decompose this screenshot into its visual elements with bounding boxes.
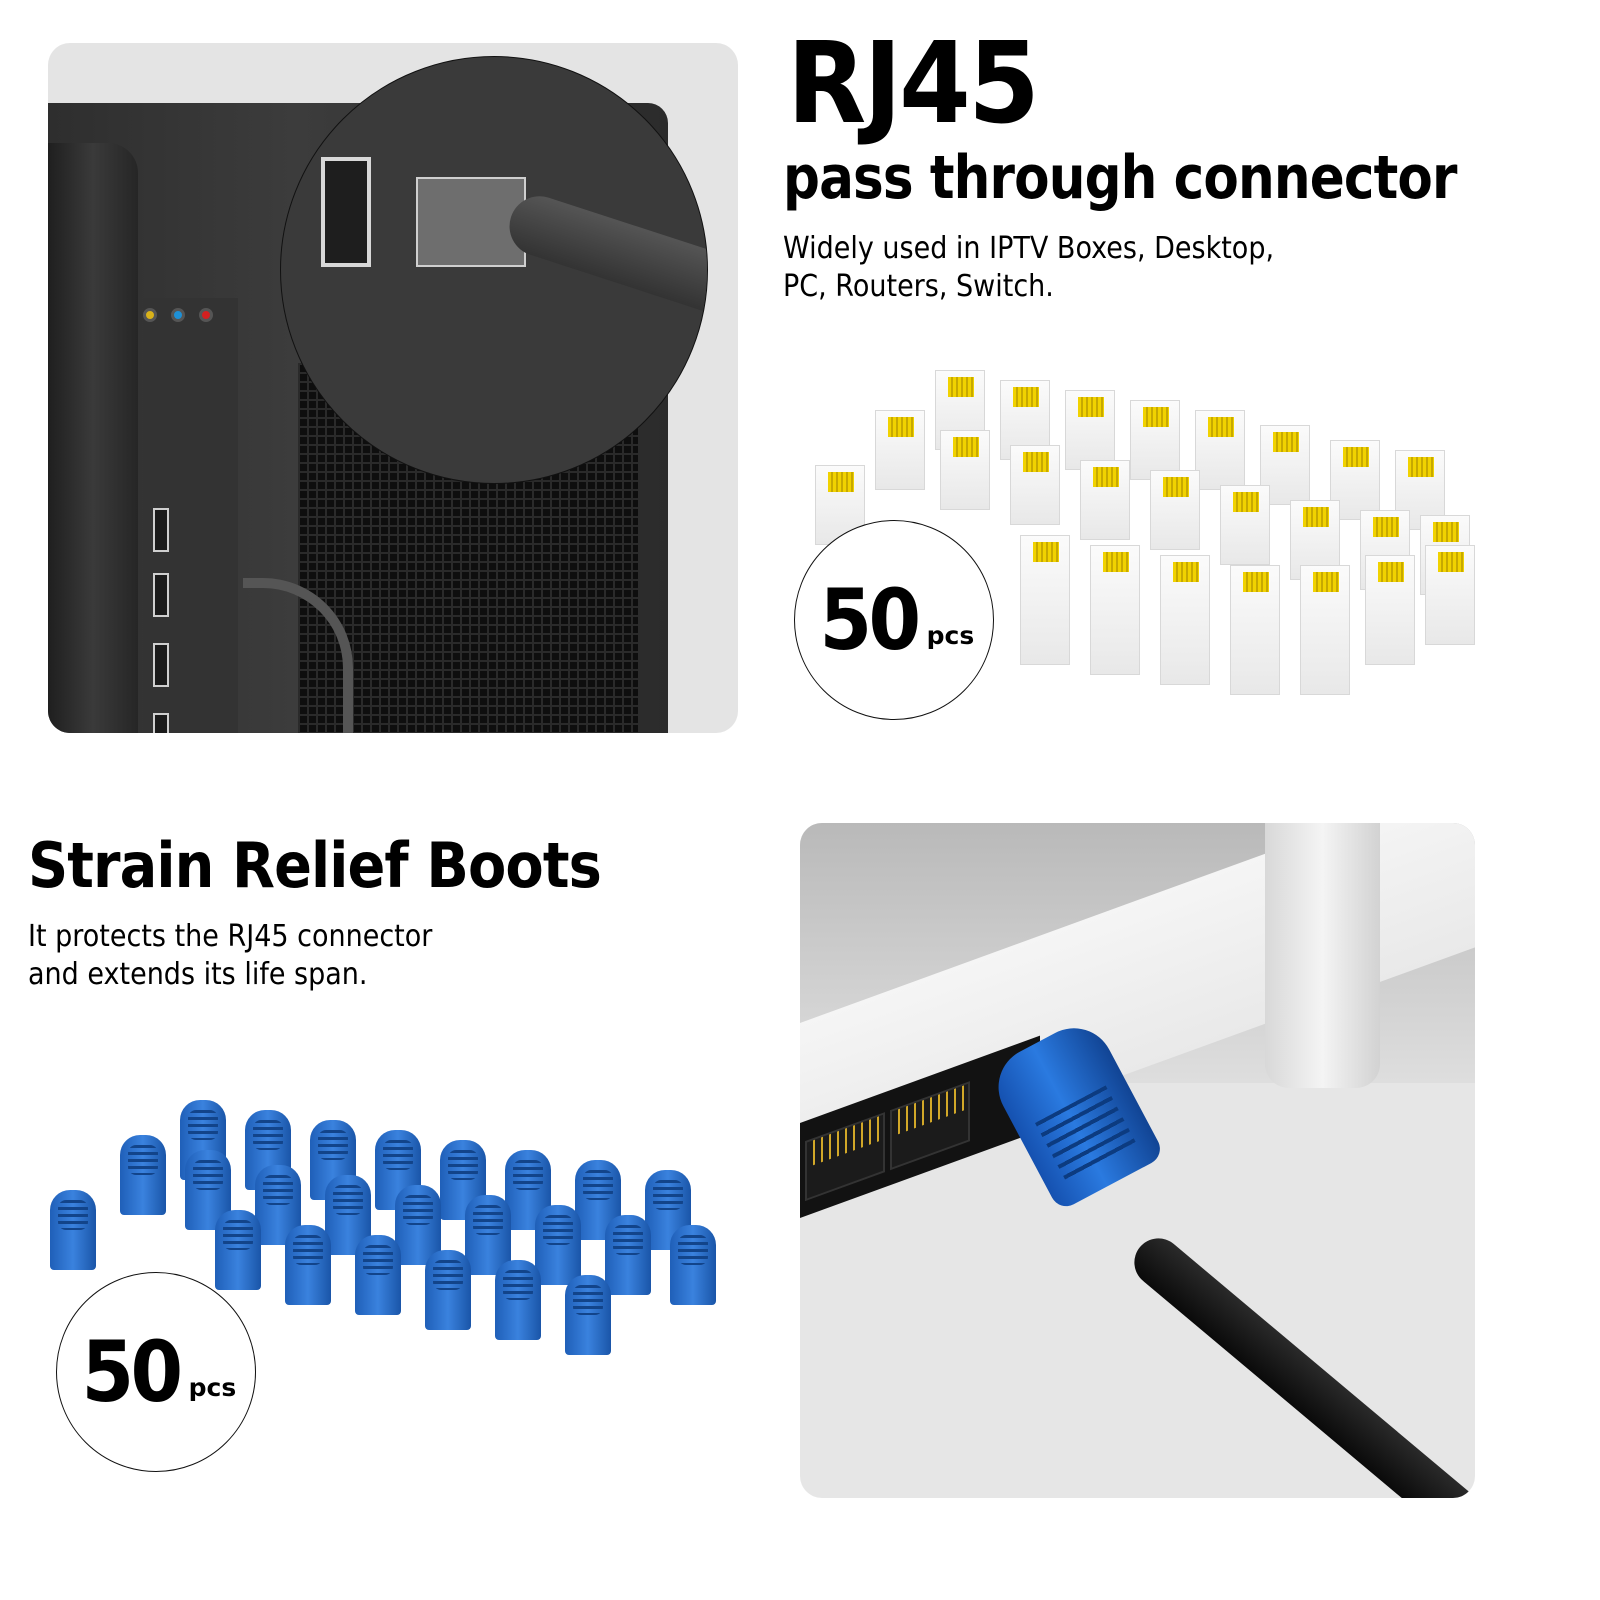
usb-port-magnified: [321, 157, 371, 267]
connector: [1160, 555, 1210, 685]
boot: [215, 1210, 261, 1290]
usb-port: [153, 508, 169, 552]
connector: [1020, 535, 1070, 665]
ethernet-port: [805, 1112, 885, 1202]
connector: [1195, 410, 1245, 490]
connector: [1090, 545, 1140, 675]
boot: [535, 1205, 581, 1285]
router-image: [800, 823, 1475, 1498]
strain-relief-boots-image: [45, 1090, 765, 1390]
magnifier-circle: [280, 56, 708, 484]
boot: [285, 1225, 331, 1305]
ethernet-port: [890, 1081, 970, 1171]
quantity-badge-connectors: 50 pcs: [794, 520, 994, 720]
black-ethernet-cable: [1124, 1228, 1475, 1498]
badge-number: 50: [819, 571, 921, 669]
boot: [395, 1185, 441, 1265]
description-line: It protects the RJ45 connector: [28, 919, 433, 954]
description-line: and extends its life span.: [28, 957, 368, 992]
connector: [1150, 470, 1200, 550]
connector: [1425, 545, 1475, 645]
description-line: Widely used in IPTV Boxes, Desktop,: [783, 231, 1275, 266]
connector: [940, 430, 990, 510]
title-rj45: RJ45: [787, 19, 1040, 149]
io-shield: [143, 298, 238, 733]
boot: [355, 1235, 401, 1315]
connector: [1220, 485, 1270, 565]
boot: [565, 1275, 611, 1355]
audio-jack-blue-icon: [171, 308, 185, 322]
connector: [1010, 445, 1060, 525]
description-top: Widely used in IPTV Boxes, Desktop, PC, …: [783, 230, 1274, 306]
boot: [255, 1165, 301, 1245]
description-bottom: It protects the RJ45 connector and exten…: [28, 918, 432, 994]
quantity-badge-boots: 50 pcs: [56, 1272, 256, 1472]
rj45-plug-magnified: [416, 177, 526, 267]
badge-number: 50: [81, 1323, 183, 1421]
connector: [1080, 460, 1130, 540]
audio-jack-yellow-icon: [143, 308, 157, 322]
connector: [1365, 555, 1415, 665]
boot: [120, 1135, 166, 1215]
title-strain-relief-boots: Strain Relief Boots: [28, 829, 602, 902]
pc-rear-panel-image: [48, 43, 738, 733]
connector: [1130, 400, 1180, 480]
rj45-connectors-image: [800, 365, 1540, 705]
usb-port: [153, 643, 169, 687]
usb-port: [153, 713, 169, 733]
cable-magnified: [501, 188, 707, 326]
boot: [425, 1250, 471, 1330]
badge-unit: pcs: [926, 620, 975, 650]
connector: [875, 410, 925, 490]
boot: [670, 1225, 716, 1305]
boot: [575, 1160, 621, 1240]
pc-case-frame: [48, 143, 138, 733]
subtitle-pass-through: pass through connector: [783, 143, 1457, 213]
connector: [1230, 565, 1280, 695]
router-antenna: [1265, 823, 1380, 1088]
boot: [495, 1260, 541, 1340]
boot: [605, 1215, 651, 1295]
connector: [1300, 565, 1350, 695]
usb-port: [153, 573, 169, 617]
badge-unit: pcs: [188, 1372, 237, 1402]
audio-jack-red-icon: [199, 308, 213, 322]
boot: [465, 1195, 511, 1275]
connector: [1065, 390, 1115, 470]
description-line: PC, Routers, Switch.: [783, 269, 1054, 304]
boot: [50, 1190, 96, 1270]
